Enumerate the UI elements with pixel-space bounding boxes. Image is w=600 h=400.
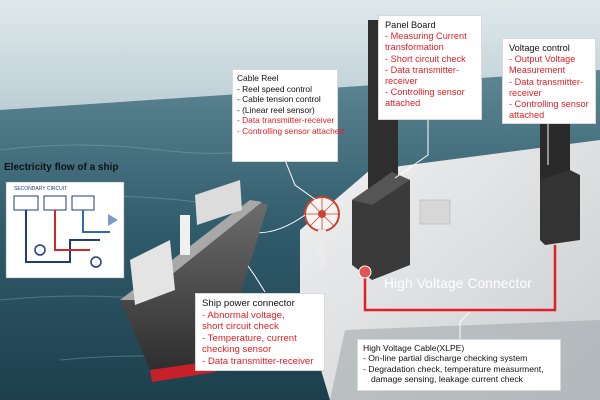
cable-reel-title: Cable Reel <box>237 73 279 83</box>
voltage-control-item: attached <box>509 110 545 121</box>
hv-cable-item: damage sensing, leakage current check <box>371 374 523 385</box>
voltage-control-box <box>540 170 580 245</box>
diagram-caption: SECONDARY CIRCUIT <box>14 186 67 192</box>
panel-board-item: - Controlling sensor <box>385 87 465 98</box>
panel-board-item: - Measuring Current <box>385 31 467 42</box>
diagram-caption-holder: SECONDARY CIRCUIT <box>14 186 67 192</box>
cable-reel-item: - Controlling sensor attached <box>237 125 345 136</box>
cable-reel-item: - Data transmitter-receiver <box>237 115 335 126</box>
electricity-flow-diagram <box>5 181 125 279</box>
ship-power-connector-item: - Data transmitter-receiver <box>202 355 314 367</box>
hv-connector-label: High Voltage Connector <box>384 276 532 291</box>
voltage-control-callout: Voltage control - Output Voltage Measure… <box>502 38 596 124</box>
leader-lines <box>247 120 549 339</box>
voltage-control-item: Measurement <box>509 65 566 76</box>
voltage-control-item: - Data transmitter- <box>509 76 584 87</box>
panel-board-item: attached <box>385 98 421 109</box>
electricity-flow-title: Electricity flow of a ship <box>4 162 119 173</box>
voltage-control-item: - Controlling sensor <box>509 99 589 110</box>
panel-board-item: transformation <box>385 42 444 53</box>
ship-power-connector-item: short circuit check <box>202 321 279 333</box>
voltage-control-title: Voltage control <box>509 43 570 53</box>
hv-cable-item: - Degradation check, temperature measurm… <box>363 363 544 374</box>
cable-reel-item: - Reel speed control <box>237 83 312 94</box>
hv-cable-callout: High Voltage Cable(XLPE) - On-line parti… <box>357 339 561 391</box>
ship-icon <box>120 180 268 382</box>
hv-cable-item: - On-line partial discharge checking sys… <box>363 353 528 364</box>
ship-power-connector-item: - Abnormal voltage, <box>202 309 285 321</box>
voltage-control-item: - Output Voltage <box>509 54 576 65</box>
cable-reel-item: - (Linear reel sensor) <box>237 104 315 115</box>
hv-connector-line <box>363 245 557 312</box>
panel-board-item: - Data transmitter- <box>385 64 460 75</box>
ship-power-connector-title: Ship power connector <box>202 298 295 309</box>
hv-cable-title: High Voltage Cable(XLPE) <box>363 343 465 353</box>
ship-power-connector-callout: Ship power connector - Abnormal voltage,… <box>195 293 325 371</box>
panel-board-item: receiver <box>385 76 418 87</box>
ship-power-connector-item: checking sensor <box>202 344 272 356</box>
panel-board-callout: Panel Board - Measuring Current transfor… <box>378 15 482 120</box>
ship-power-connector-item: - Temperature, current <box>202 332 297 344</box>
cable-reel-callout: Cable Reel - Reel speed control - Cable … <box>232 69 345 162</box>
hv-connector-icon <box>358 265 372 279</box>
voltage-control-item: receiver <box>509 87 542 98</box>
panel-board-title: Panel Board <box>385 20 436 30</box>
panel-board-item: - Short circuit check <box>385 53 466 64</box>
cable-reel-item: - Cable tension control <box>237 94 321 105</box>
